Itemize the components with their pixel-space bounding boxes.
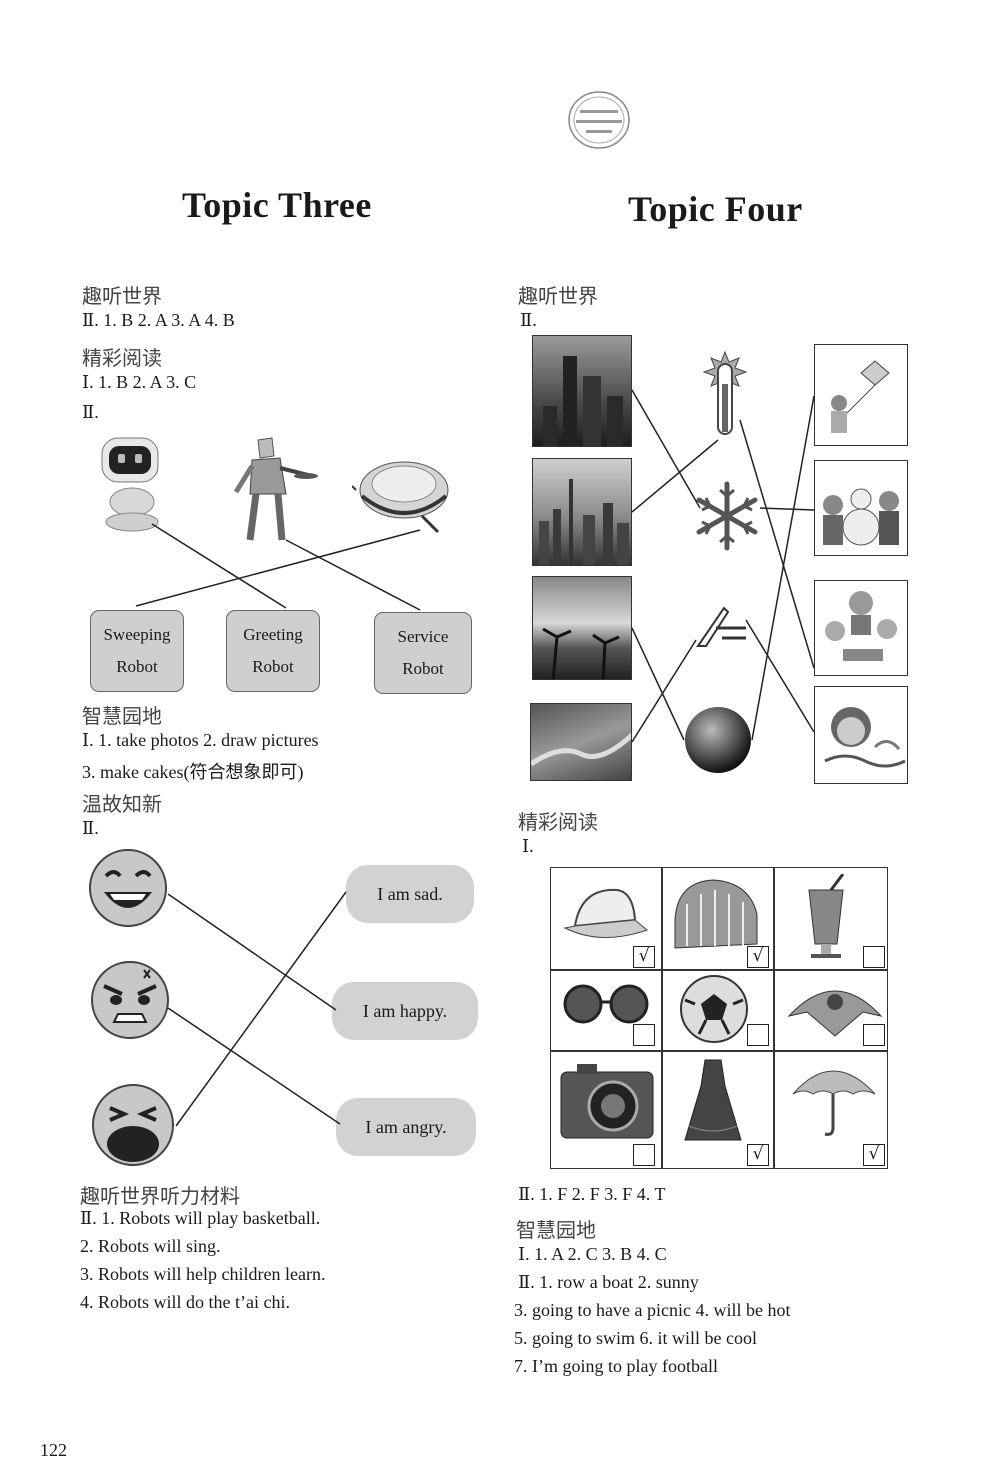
answer-line: Ⅰ. 1. B 2. A 3. C — [82, 372, 197, 392]
robot-label: Greeting — [243, 625, 303, 644]
answer-line: Ⅱ. 1. B 2. A 3. A 4. B — [82, 310, 235, 330]
cap-picture — [561, 880, 651, 950]
city-photo — [532, 335, 632, 447]
robot-label: Robot — [252, 657, 294, 676]
wind-icon — [694, 602, 750, 650]
angry-face-icon — [88, 960, 172, 1040]
section-heading: 趣听世界 — [518, 284, 598, 308]
feeling-box: I am sad. — [346, 865, 474, 923]
crying-face-icon — [90, 1082, 176, 1168]
snowman-activity-picture — [814, 460, 908, 556]
happy-face-icon — [86, 848, 170, 928]
feeling-label: I am happy. — [362, 1000, 448, 1021]
answer-line: 3. make cakes(符合想象即可) — [82, 762, 304, 782]
kite-picture — [783, 976, 887, 1042]
answer-line: 2. Robots will sing. — [80, 1236, 221, 1256]
answer-checkbox[interactable]: √ — [863, 1144, 885, 1166]
answer-line: Ⅱ. — [82, 818, 99, 838]
answer-checkbox[interactable] — [863, 1024, 885, 1046]
topic-four-title: Topic Four — [628, 189, 803, 229]
camera-picture — [557, 1058, 657, 1144]
answer-checkbox[interactable]: √ — [747, 1144, 769, 1166]
section-heading: 智慧园地 — [82, 704, 162, 728]
robot-label: Sweeping — [103, 625, 171, 644]
city-photo — [532, 458, 632, 566]
hot-thermometer-icon — [700, 350, 750, 440]
greeting-robot-box: Greeting Robot — [226, 610, 320, 692]
answer-checkbox[interactable] — [863, 946, 885, 968]
robot-sweeper-image — [351, 450, 452, 536]
answer-checkbox[interactable] — [747, 1024, 769, 1046]
service-robot-box: Service Robot — [374, 612, 472, 694]
answer-line: Ⅱ. — [82, 402, 99, 422]
topic-three-title: Topic Three — [182, 185, 372, 225]
robot-label: Robot — [402, 659, 444, 678]
answer-line: Ⅱ. 1. Robots will play basketball. — [80, 1208, 321, 1228]
snowflake-icon — [692, 480, 762, 552]
picnic-activity-picture — [814, 580, 908, 676]
answer-line: Ⅱ. — [520, 310, 537, 330]
section-heading: 温故知新 — [82, 792, 162, 816]
answer-line: Ⅱ. 1. F 2. F 3. F 4. T — [518, 1184, 666, 1204]
feeling-label: I am angry. — [365, 1116, 447, 1137]
juice-picture — [791, 873, 861, 962]
dress-picture — [681, 1056, 745, 1148]
bread-picture — [667, 874, 767, 954]
answer-checkbox[interactable] — [633, 1024, 655, 1046]
kite-activity-picture — [814, 344, 908, 446]
section-heading: 智慧园地 — [516, 1218, 596, 1242]
stamp-decoration — [566, 88, 632, 152]
answer-checkbox[interactable] — [633, 1144, 655, 1166]
answer-checkbox[interactable]: √ — [747, 946, 769, 968]
answer-line: 3. Robots will help children learn. — [80, 1264, 326, 1284]
answer-line: Ⅰ. 1. A 2. C 3. B 4. C — [518, 1244, 667, 1264]
answer-line: 5. going to swim 6. it will be cool — [514, 1328, 757, 1348]
feeling-label: I am sad. — [377, 883, 443, 904]
section-heading: 精彩阅读 — [82, 346, 162, 370]
robot-head-image — [98, 436, 162, 532]
answer-line: 4. Robots will do the t’ai chi. — [80, 1292, 290, 1312]
robot-waiter-image — [228, 436, 320, 544]
umbrella-picture — [783, 1054, 883, 1140]
section-heading: 精彩阅读 — [518, 810, 598, 834]
section-heading: 趣听世界听力材料 — [80, 1184, 240, 1208]
answer-checkbox[interactable]: √ — [633, 946, 655, 968]
great-wall-photo — [530, 703, 632, 781]
sunglasses-picture — [559, 978, 655, 1034]
answer-line: Ⅰ. — [522, 836, 534, 856]
feeling-box: I am angry. — [336, 1098, 476, 1156]
robot-label: Service — [397, 627, 449, 646]
answer-line: Ⅱ. 1. row a boat 2. sunny — [518, 1272, 699, 1292]
robot-label: Robot — [116, 657, 158, 676]
sweeping-robot-box: Sweeping Robot — [90, 610, 184, 692]
section-heading: 趣听世界 — [82, 284, 162, 308]
beach-photo — [532, 576, 632, 680]
answer-line: 7. I’m going to play football — [514, 1356, 718, 1376]
feeling-box: I am happy. — [332, 982, 478, 1040]
sun-icon — [682, 704, 754, 776]
swimming-activity-picture — [814, 686, 908, 784]
answer-line: 3. going to have a picnic 4. will be hot — [514, 1300, 791, 1320]
answer-line: Ⅰ. 1. take photos 2. draw pictures — [82, 730, 319, 750]
page-number: 122 — [40, 1440, 67, 1460]
football-picture — [679, 974, 749, 1044]
item-grid: √ √ √ √ — [550, 867, 888, 1169]
